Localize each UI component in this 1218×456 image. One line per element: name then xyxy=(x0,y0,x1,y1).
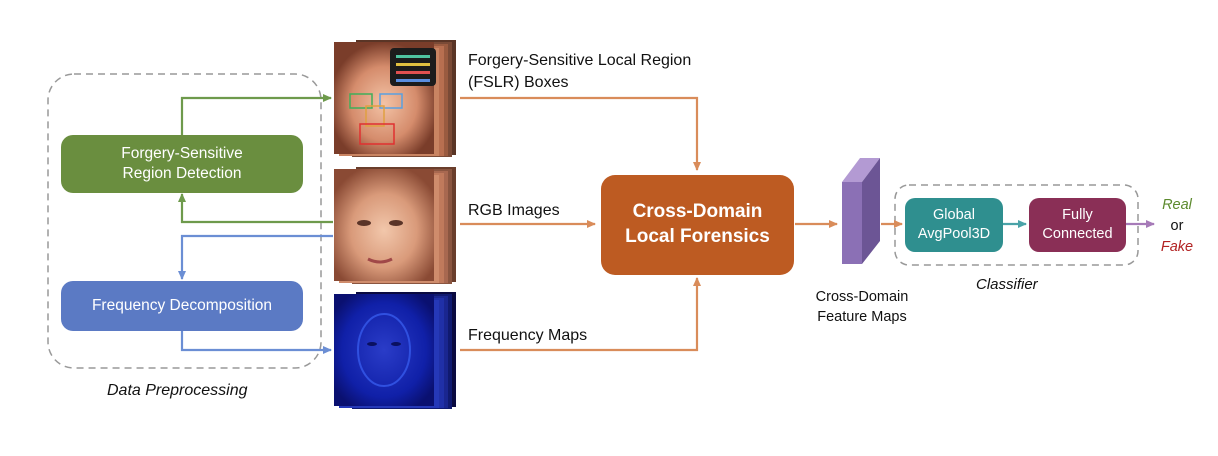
global-avgpool3d-box: Global AvgPool3D xyxy=(905,198,1003,252)
rgb-label: RGB Images xyxy=(468,202,560,219)
arrow-rgb-to-detection xyxy=(178,193,333,224)
fc-label: Fully Connected xyxy=(1042,207,1113,242)
pool-label: Global AvgPool3D xyxy=(917,207,991,242)
frequency-decomposition-label: Frequency Decomposition xyxy=(91,296,273,314)
preprocessing-container xyxy=(47,73,322,369)
fully-connected-box: Fully Connected xyxy=(1029,198,1126,252)
preprocessing-caption: Data Preprocessing xyxy=(107,382,248,399)
classifier-caption: Classifier xyxy=(976,276,1038,293)
face-frames-frequency-icon xyxy=(334,292,456,409)
fake-label: Fake xyxy=(1160,239,1194,256)
region-detection-box: Forgery-Sensitive Region Detection xyxy=(61,135,303,193)
arrow-fslr-to-core xyxy=(460,96,701,171)
arrow-rgb-to-frequency xyxy=(178,234,333,280)
fslr-label: Forgery-Sensitive Local Region (FSLR) Bo… xyxy=(468,52,692,91)
face-frames-rgb-icon xyxy=(334,167,456,284)
frequency-maps-label: Frequency Maps xyxy=(468,327,588,344)
core-label: Cross-Domain Local Forensics xyxy=(625,201,770,247)
feature-map-block-icon xyxy=(842,158,880,264)
or-label: or xyxy=(1170,218,1184,235)
arrow-freq-to-core xyxy=(460,277,701,352)
real-label: Real xyxy=(1162,197,1192,213)
arrow-detection-to-fslr xyxy=(180,94,332,135)
output-labels: Real or Fake xyxy=(1152,195,1202,258)
frequency-decomposition-box: Frequency Decomposition xyxy=(61,281,303,331)
feature-maps-label: Cross-Domain Feature Maps xyxy=(815,289,909,325)
arrow-frequency-to-freqmap xyxy=(180,331,332,354)
cross-domain-local-forensics-box: Cross-Domain Local Forensics xyxy=(601,175,794,275)
region-detection-label: Forgery-Sensitive Region Detection xyxy=(121,144,243,182)
face-frames-with-boxes-icon xyxy=(334,40,456,157)
